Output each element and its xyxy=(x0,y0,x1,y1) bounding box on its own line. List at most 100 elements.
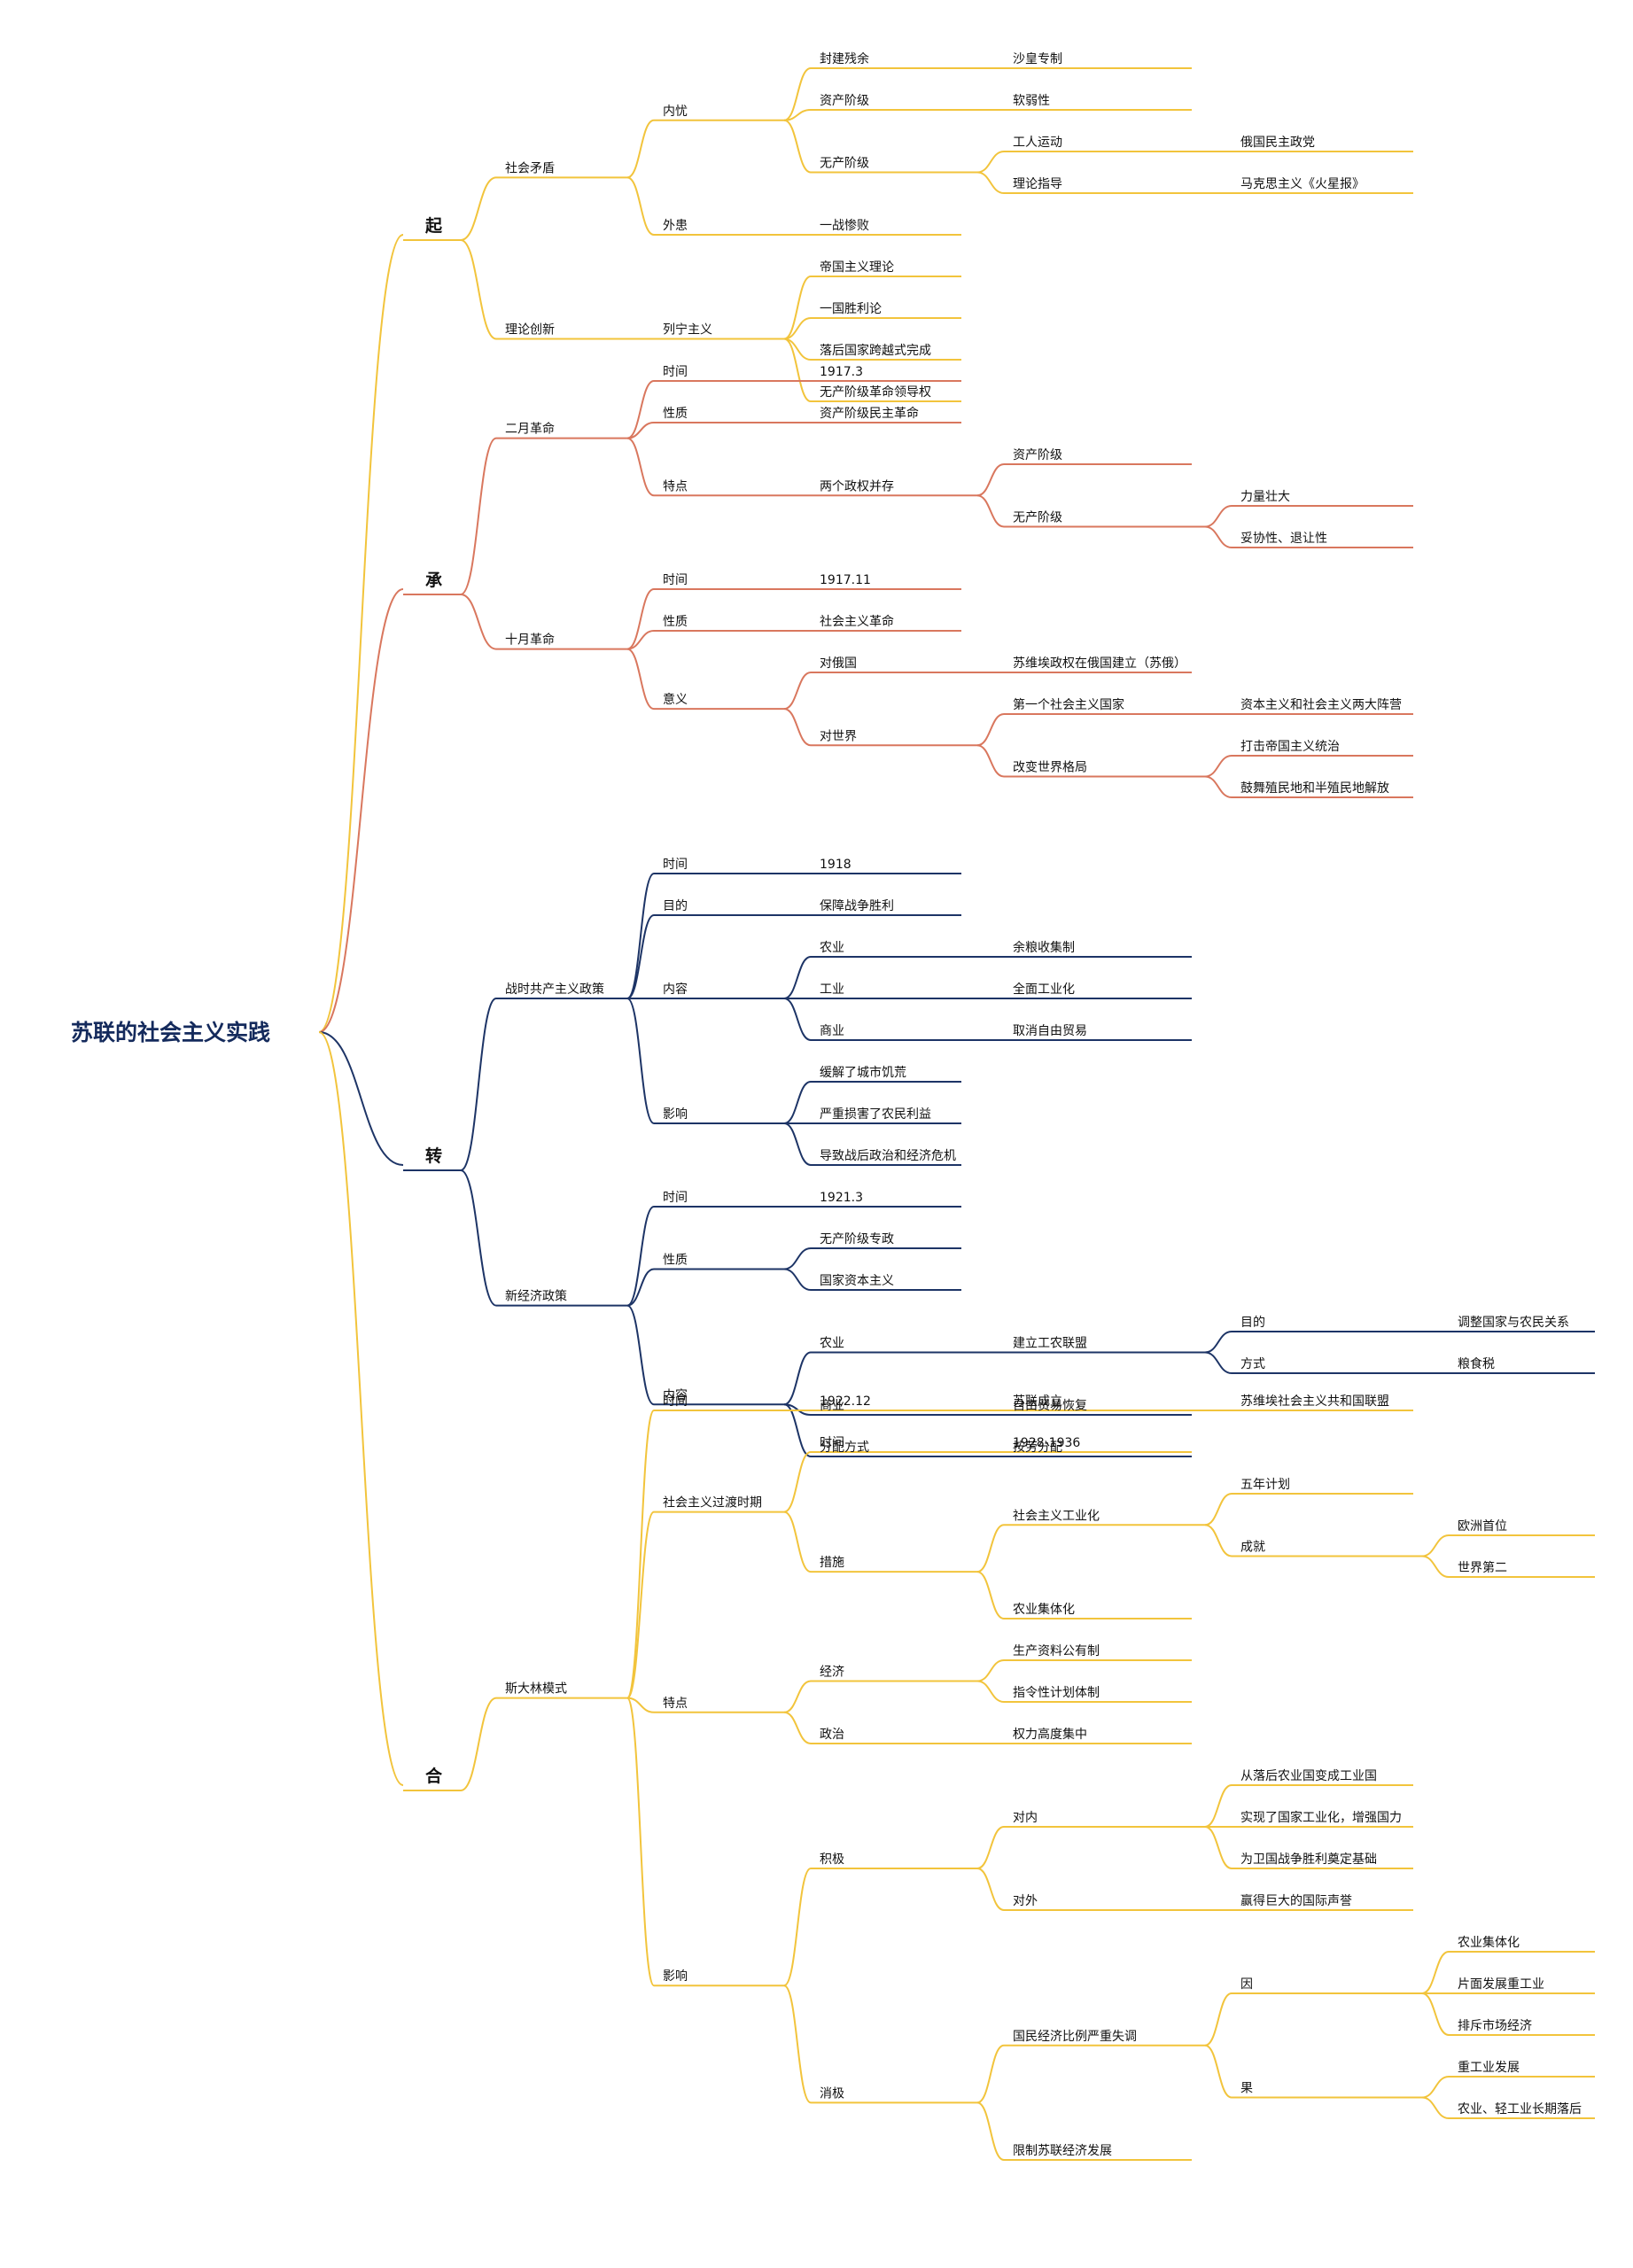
node-label-level-5: 余粮收集制 xyxy=(1013,940,1075,955)
node-label-level-6: 力量壮大 xyxy=(1240,490,1290,504)
node-label-level-3: 意义 xyxy=(663,692,688,707)
node-label-level-5: 全面工业化 xyxy=(1013,982,1075,997)
node-label-level-4: 分配方式 xyxy=(820,1441,869,1455)
node-label-level-5: 指令性计划体制 xyxy=(1013,1686,1100,1700)
node-label-level-3: 性质 xyxy=(663,615,688,629)
node-label-level-5: 改变世界格局 xyxy=(1013,761,1087,775)
node-label-level-5: 软弱性 xyxy=(1013,94,1050,108)
node-label-level-2: 战时共产主义政策 xyxy=(505,982,604,997)
node-label-level-5: 社会主义工业化 xyxy=(1013,1509,1100,1523)
node-label-level-3: 性质 xyxy=(663,407,688,421)
node-label-level-2: 新经济政策 xyxy=(505,1289,567,1304)
node-label-level-3: 外患 xyxy=(663,219,688,233)
branch-connector xyxy=(626,437,655,497)
node-label-level-3: 时间 xyxy=(663,573,688,587)
branch-connector xyxy=(1204,1331,1233,1354)
node-label-level-4: 商业 xyxy=(820,1399,844,1413)
mind-map-edges xyxy=(318,66,1595,2161)
branch-connector xyxy=(460,437,497,595)
node-label-level-4: 1917.3 xyxy=(820,365,863,379)
branch-connector xyxy=(626,1697,655,1987)
node-label-level-6: 打击帝国主义统治 xyxy=(1240,739,1340,754)
node-label-level-2: 二月革命 xyxy=(505,422,555,437)
node-label-level-4: 导致战后政治和经济危机 xyxy=(820,1149,956,1163)
node-label-level-4: 1922.12 xyxy=(820,1394,871,1409)
node-label-level-4: 一战惨败 xyxy=(820,218,869,233)
branch-connector xyxy=(976,1680,1005,1703)
node-label-level-3: 性质 xyxy=(663,1254,688,1268)
node-label-level-3: 社会主义过渡时期 xyxy=(663,1496,762,1511)
branch-connector xyxy=(783,708,812,747)
node-label-level-5: 建立工农联盟 xyxy=(1013,1337,1087,1351)
node-label-level-6: 实现了国家工业化，增强国力 xyxy=(1240,1810,1402,1825)
node-label-level-5: 国民经济比例严重失调 xyxy=(1013,2030,1137,2044)
node-label-level-4: 资产阶级 xyxy=(820,94,869,108)
node-label-level-3: 特点 xyxy=(663,1697,688,1711)
branch-connector xyxy=(1421,2076,1450,2099)
node-label-level-4: 1921.3 xyxy=(820,1191,863,1205)
node-label-level-3: 时间 xyxy=(663,1191,688,1205)
node-label-level-4: 两个政权并存 xyxy=(820,479,894,493)
branch-connector xyxy=(976,463,1005,497)
node-label-level-3: 内容 xyxy=(663,982,688,997)
branch-connector xyxy=(976,1571,1005,1619)
branch-connector xyxy=(1421,1951,1450,1994)
branch-connector xyxy=(783,1511,812,1573)
branch-connector xyxy=(783,1868,812,1987)
node-label-level-6: 赢得巨大的国际声誉 xyxy=(1240,1893,1352,1908)
branch-connector xyxy=(976,494,1005,528)
node-label-level-6: 马克思主义《火星报》 xyxy=(1240,177,1365,191)
node-label-level-5: 资产阶级 xyxy=(1013,448,1062,462)
node-label-level-5: 苏联成立 xyxy=(1013,1394,1062,1409)
node-label-level-5: 第一个社会主义国家 xyxy=(1013,697,1124,712)
branch-connector xyxy=(783,1984,812,2104)
node-label-level-2: 十月革命 xyxy=(505,633,555,648)
branch-connector xyxy=(460,998,497,1171)
node-label-level-4: 资产阶级民主革命 xyxy=(820,406,919,421)
node-label-level-4: 帝国主义理论 xyxy=(820,260,894,275)
branch-connector xyxy=(783,317,812,340)
node-label-level-4: 封建残余 xyxy=(820,51,869,66)
node-label-level-6: 成就 xyxy=(1240,1541,1265,1555)
branch-connector xyxy=(1421,1555,1450,1578)
node-label-level-5: 按劳分配 xyxy=(1013,1441,1062,1455)
node-label-level-4: 1918 xyxy=(820,858,851,872)
node-label-level-6: 为卫国战争胜利奠定基础 xyxy=(1240,1852,1377,1867)
node-label-level-4: 保障战争胜利 xyxy=(820,899,894,913)
node-label-level-6: 鼓舞殖民地和半殖民地解放 xyxy=(1240,781,1389,796)
node-label-level-3: 内容 xyxy=(663,1387,688,1402)
node-label-level-5: 工人运动 xyxy=(1013,136,1062,150)
branch-connector xyxy=(783,1403,812,1457)
node-label-level-6: 五年计划 xyxy=(1240,1478,1290,1492)
node-label-level-4: 时间 xyxy=(820,1436,844,1450)
root-connector xyxy=(318,1031,404,1786)
branch-connector xyxy=(626,119,655,179)
node-label-level-3: 特点 xyxy=(663,479,688,493)
node-label-level-5: 对内 xyxy=(1013,1811,1038,1825)
node-label-level-2: 斯大林模式 xyxy=(505,1682,567,1697)
node-label-level-4: 消极 xyxy=(820,2086,844,2101)
branch-connector xyxy=(1204,1992,1233,2047)
node-label-level-6: 俄国民主政党 xyxy=(1240,136,1315,150)
node-label-level-2: 社会矛盾 xyxy=(505,161,555,175)
node-label-level-5: 限制苏联经济发展 xyxy=(1013,2144,1112,2158)
branch-connector xyxy=(626,914,655,999)
node-label-level-7: 排斥市场经济 xyxy=(1458,2018,1532,2033)
node-label-level-4: 严重损害了农民利益 xyxy=(820,1107,931,1122)
branch-connector xyxy=(976,1826,1005,1869)
node-label-level-5: 沙皇专制 xyxy=(1013,52,1062,66)
node-label-level-5: 生产资料公有制 xyxy=(1013,1644,1100,1658)
branch-connector xyxy=(626,1410,655,1699)
branch-connector xyxy=(976,2044,1005,2104)
mind-map-nodes: 苏联的社会主义实践起社会矛盾内忧封建残余沙皇专制资产阶级软弱性无产阶级工人运动俄… xyxy=(71,51,1582,2158)
root-connector xyxy=(318,234,404,1033)
branch-connector xyxy=(626,998,655,1124)
node-label-level-6: 果 xyxy=(1240,2082,1253,2096)
node-label-level-6: 方式 xyxy=(1240,1357,1265,1371)
branch-connector xyxy=(626,648,655,711)
branch-connector xyxy=(626,1304,655,1406)
branch-connector xyxy=(1204,1524,1233,1557)
branch-connector xyxy=(626,380,655,439)
node-label-level-5: 农业集体化 xyxy=(1013,1602,1075,1617)
